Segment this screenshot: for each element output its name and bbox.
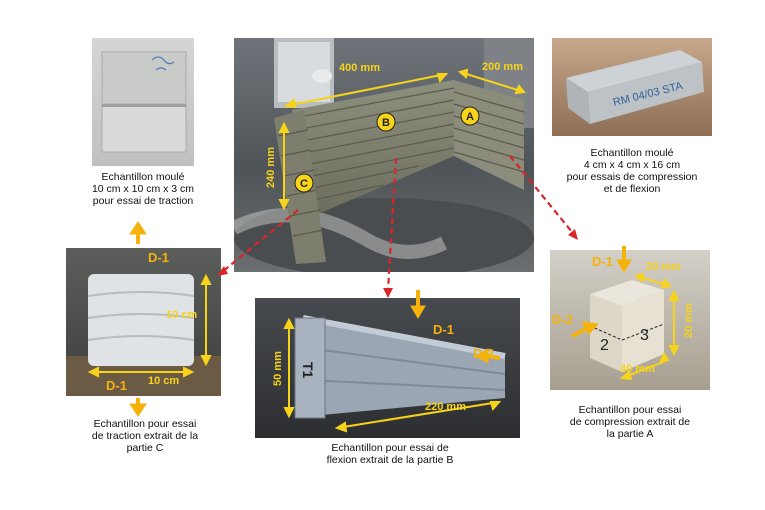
flexion-direction-d2-label: D-2 (473, 346, 494, 361)
compression-top-label: 20 mm (646, 261, 681, 273)
tensile-width-label: 10 cm (148, 375, 179, 387)
compression-bottom-label: 40 mm (620, 363, 655, 375)
tensile-top-arrow (129, 221, 147, 244)
zone-c-label: C (300, 178, 308, 190)
prism-mold-photo: RM 04/03 STA (552, 38, 712, 136)
tensile-mold-caption: Echantillon moulé 10 cm x 10 cm x 3 cm p… (91, 171, 195, 207)
tensile-direction-top-label: D-1 (148, 250, 169, 265)
compression-dimension-lines (619, 272, 680, 381)
wall-length-b-label: 200 mm (482, 61, 523, 73)
flexion-marking: T1 (300, 362, 316, 379)
flexion-dimension-lines (283, 317, 502, 433)
flexion-extract-photo: T1 50 mm 220 mm D-1 D-2 (255, 298, 520, 438)
tensile-mold-photo (92, 38, 194, 166)
printed-wall-photo: 400 mm 200 mm 240 mm B A C (234, 38, 534, 272)
tensile-dimension-lines (87, 273, 212, 378)
zone-c-marker (294, 173, 314, 193)
wall-dimension-lines (278, 68, 526, 211)
zone-b-label: B (382, 117, 390, 129)
compression-direction-d1-label: D-1 (592, 254, 613, 269)
flexion-extract-caption: Echantillon pour essai de flexion extrai… (326, 442, 454, 466)
compression-face-3: 3 (640, 327, 649, 344)
tensile-height-label: 10 cm (166, 309, 197, 321)
compression-face-2: 2 (600, 337, 609, 354)
prism-mold-caption: Echantillon moulé 4 cm x 4 cm x 16 cm po… (566, 147, 698, 195)
compression-extract-caption: Echantillon pour essai de compression ex… (569, 404, 691, 440)
zone-a-label: A (466, 111, 474, 123)
tensile-bottom-arrow (129, 398, 147, 417)
compression-extract-photo: 2 3 20 mm 20 mm 40 mm D-1 D-2 (550, 250, 710, 390)
flexion-length-label: 220 mm (425, 401, 466, 413)
tensile-direction-bottom-label: D-1 (106, 378, 127, 393)
compression-side-label: 20 mm (683, 303, 695, 338)
tensile-extract-caption: Echantillon pour essai de traction extra… (91, 418, 199, 454)
zone-a-marker (460, 106, 480, 126)
flexion-direction-d1-label: D-1 (433, 322, 454, 337)
compression-direction-d2-label: D-2 (552, 312, 573, 327)
wall-part-b (292, 80, 455, 220)
zone-b-marker (376, 112, 396, 132)
tensile-extract-photo: 10 cm 10 cm D-1 D-1 (66, 248, 221, 396)
wall-height-label: 240 mm (265, 147, 277, 188)
flexion-height-label: 50 mm (272, 351, 284, 386)
wall-length-a-label: 400 mm (339, 62, 380, 74)
